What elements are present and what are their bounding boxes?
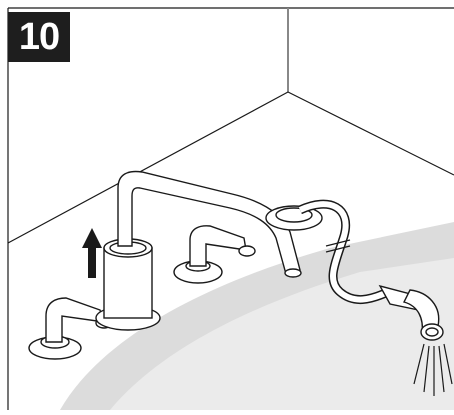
- step-number: 10: [18, 15, 60, 58]
- hand-shower-hose: [265, 199, 390, 304]
- right-handle: [173, 225, 256, 284]
- hand-shower-head: [378, 284, 444, 341]
- wall-lines: [7, 7, 454, 410]
- faucet-spout: [95, 170, 302, 331]
- up-arrow-icon: [82, 228, 102, 278]
- left-handle: [28, 297, 113, 360]
- water-spray-icon: [413, 343, 453, 396]
- step-number-badge: 10: [8, 12, 70, 62]
